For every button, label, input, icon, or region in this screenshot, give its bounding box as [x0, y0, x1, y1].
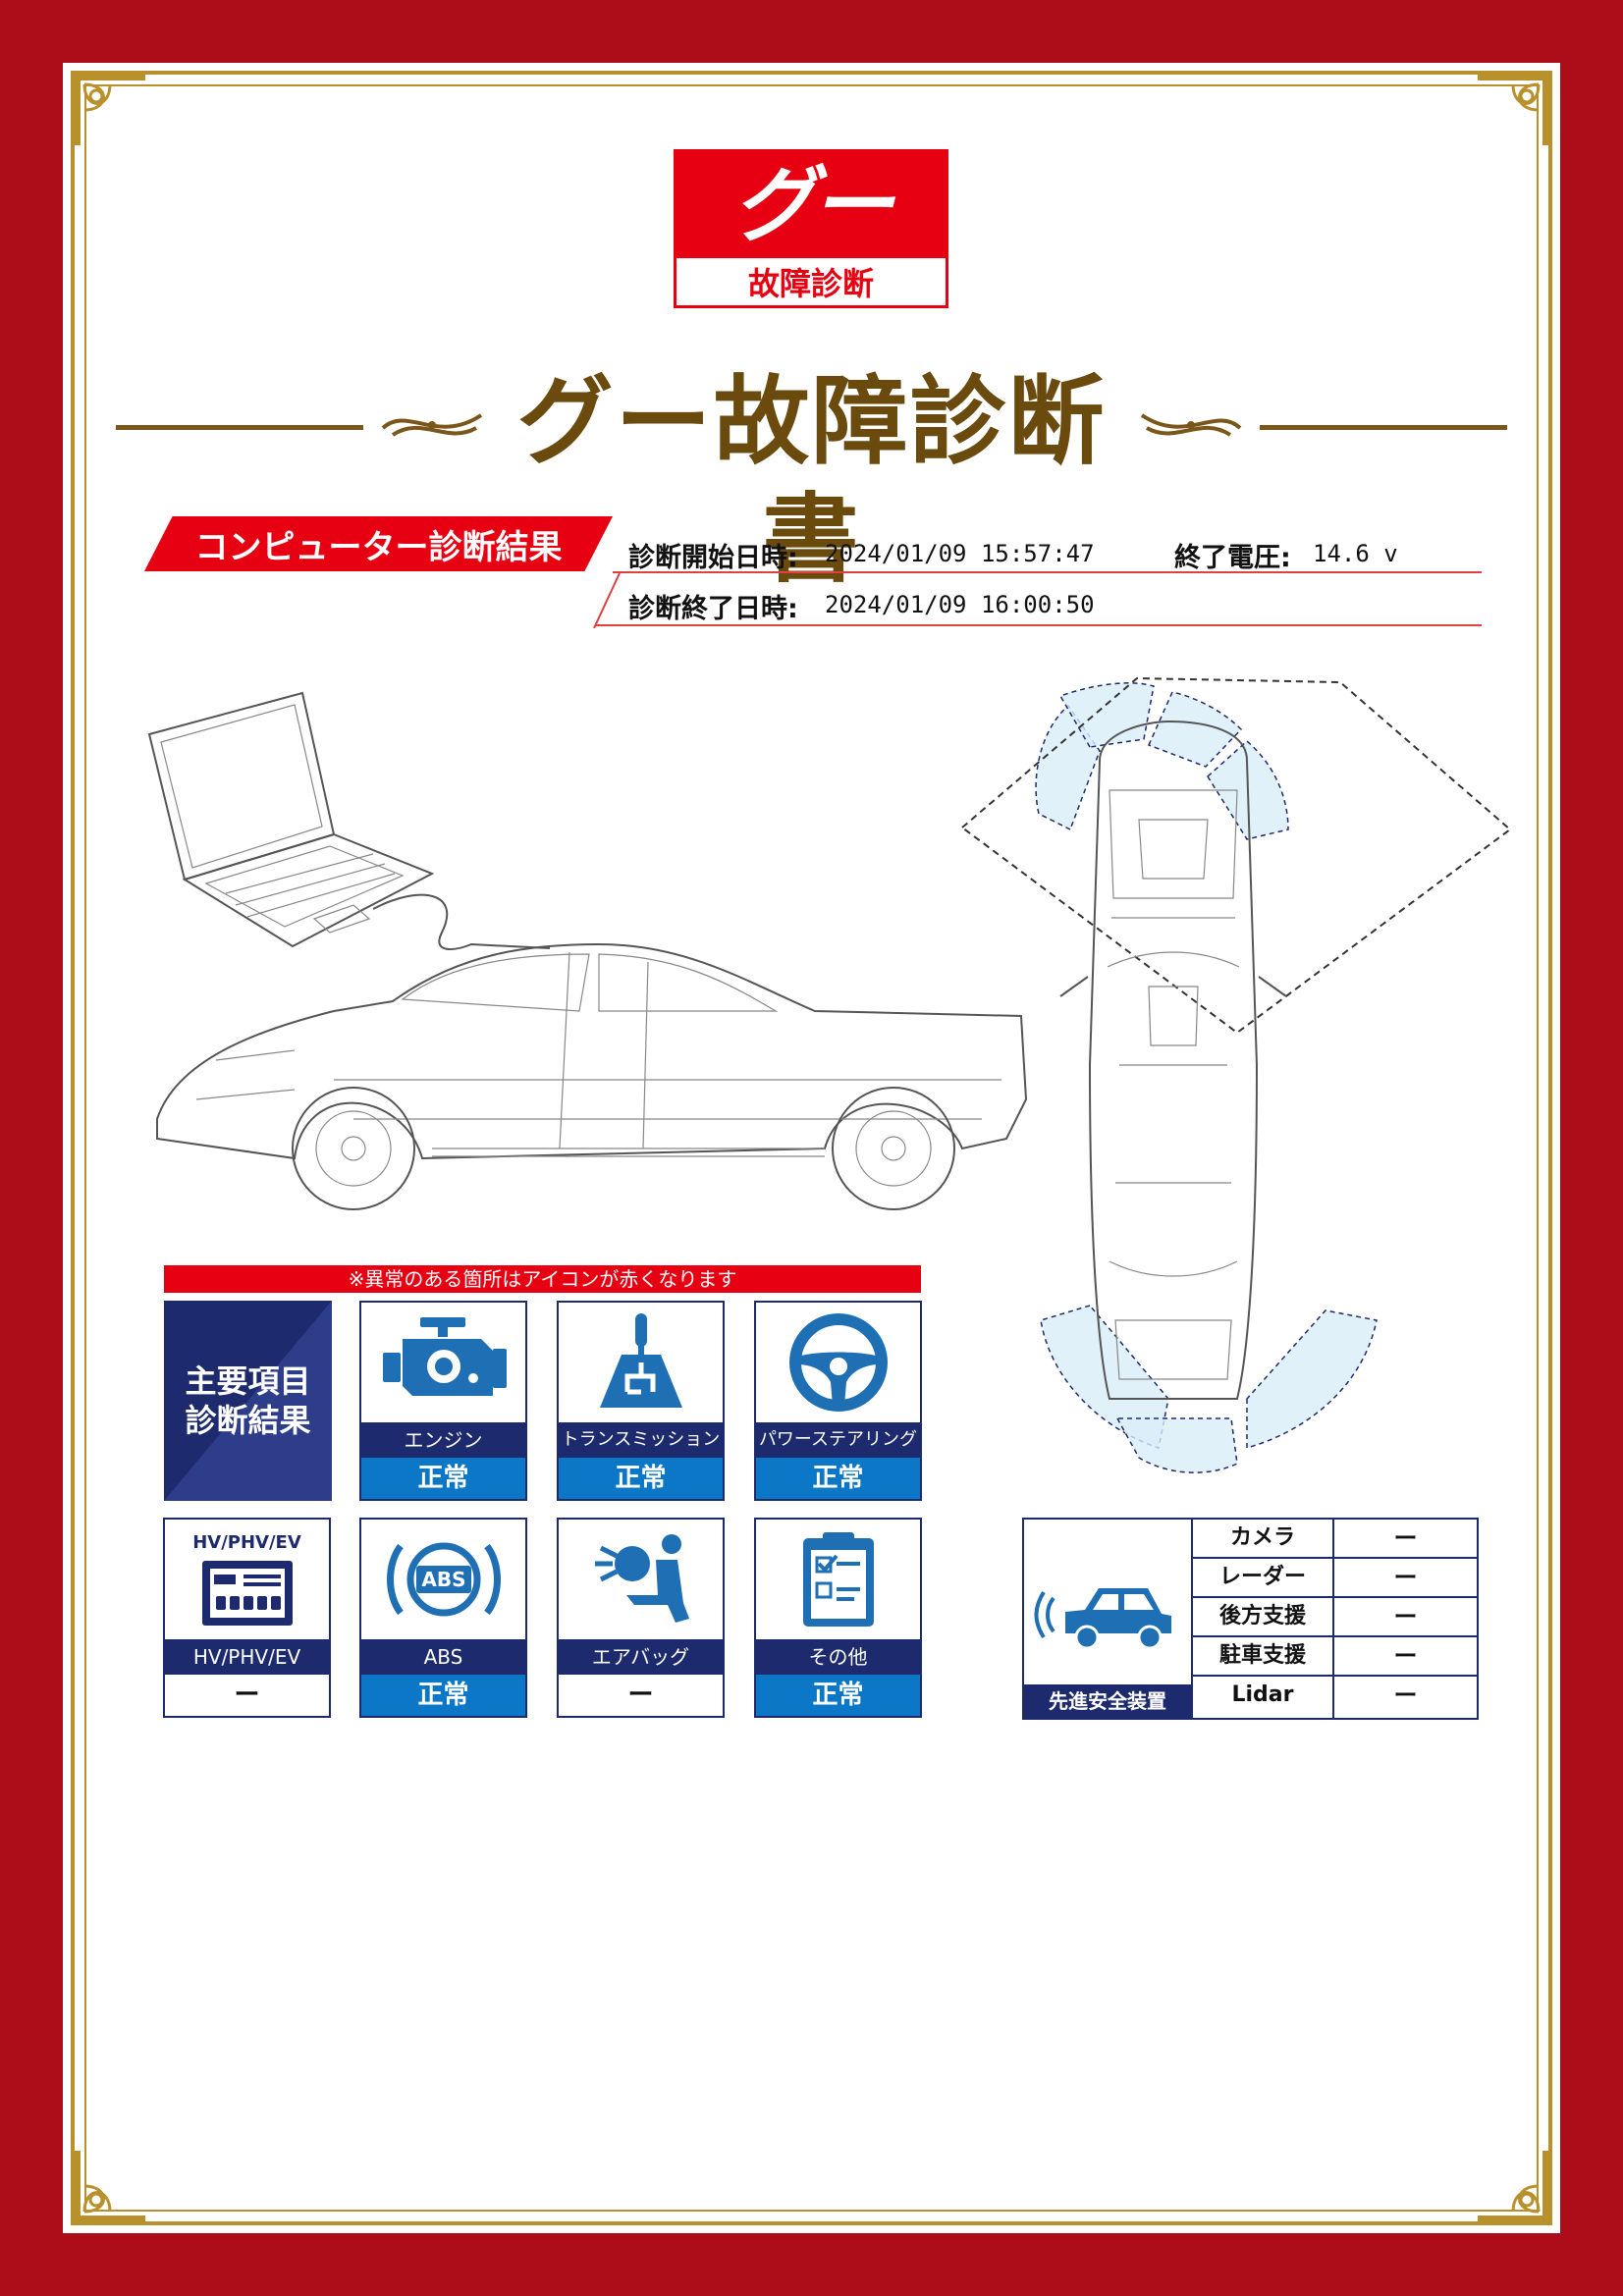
main-items-line1: 主要項目 — [185, 1362, 311, 1400]
item-name: その他 — [756, 1639, 920, 1675]
gold-frame-inner — [84, 84, 1539, 2212]
adas-row-label: カメラ — [1193, 1520, 1334, 1557]
adas-table: 先進安全装置 カメラ ー レーダー ー 後方支援 ー 駐車支援 ー Lidar … — [1022, 1518, 1479, 1720]
adas-row-value: ー — [1393, 1603, 1418, 1630]
adas-row-value: ー — [1393, 1564, 1418, 1591]
diagnosis-end-label: 診断終了日時: — [628, 594, 798, 624]
adas-row-label: 駐車支援 — [1193, 1637, 1334, 1675]
section-header: コンピューター診断結果 — [144, 516, 613, 571]
item-name: トランスミッション — [559, 1422, 723, 1458]
car-top-view-illustration — [960, 676, 1512, 1473]
corner-ornament-icon — [1478, 2151, 1548, 2221]
logo-subtitle: 故障診断 — [747, 265, 874, 302]
car-side-illustration — [147, 691, 1028, 1210]
title-rule-right — [1260, 425, 1507, 430]
adas-row: 駐車支援 ー — [1193, 1637, 1477, 1677]
item-result: 正常 — [361, 1675, 525, 1716]
diagnosis-start-label: 診断開始日時: — [628, 543, 798, 573]
item-result: ー — [165, 1675, 329, 1716]
item-result: 正常 — [559, 1458, 723, 1499]
item-name: HV/PHV/EV — [165, 1639, 329, 1675]
adas-row-value: ー — [1393, 1682, 1418, 1709]
slant-divider — [593, 573, 621, 628]
item-tile-transmission: トランスミッション 正常 — [557, 1301, 725, 1501]
adas-row-label: Lidar — [1193, 1677, 1334, 1718]
main-items-tile: 主要項目 診断結果 — [164, 1301, 332, 1501]
voltage-value: 14.6 v — [1313, 540, 1398, 567]
item-tile-power-steering: パワーステアリング 正常 — [754, 1301, 922, 1501]
diagnosis-start-value: 2024/01/09 15:57:47 — [825, 540, 1095, 567]
item-result: ー — [559, 1675, 723, 1716]
item-tile-hv: HV/PHV/EV HV/PHV/EV ー — [163, 1518, 331, 1718]
logo-mark: グー — [731, 157, 893, 253]
laptop-icon — [147, 691, 435, 948]
adas-row: 後方支援 ー — [1193, 1598, 1477, 1637]
abs-icon: ABS — [361, 1520, 525, 1639]
item-tile-airbag: エアバッグ ー — [557, 1518, 725, 1718]
airbag-icon — [559, 1520, 723, 1639]
flourish-right-icon — [1140, 413, 1242, 437]
adas-row: カメラ ー — [1193, 1520, 1477, 1559]
abnormal-notice: ※異常のある箇所はアイコンが赤くなります — [164, 1265, 921, 1293]
item-name: ABS — [361, 1639, 525, 1675]
gear-shift-icon — [559, 1303, 723, 1422]
item-name: エンジン — [361, 1422, 525, 1458]
page-title: グー故障診断書 — [516, 366, 1107, 596]
title-rule-left — [116, 425, 363, 430]
item-tile-abs: ABS ABS 正常 — [359, 1518, 527, 1718]
adas-row: レーダー ー — [1193, 1559, 1477, 1598]
item-tile-other: その他 正常 — [754, 1518, 922, 1718]
engine-icon — [361, 1303, 525, 1422]
adas-icon-cell: 先進安全装置 — [1024, 1520, 1193, 1718]
goo-logo: グー 故障診断 — [674, 149, 948, 308]
item-name: エアバッグ — [559, 1639, 723, 1675]
voltage-label: 終了電圧: — [1174, 543, 1291, 573]
item-result: 正常 — [361, 1458, 525, 1499]
logo-mark-area: グー — [676, 152, 946, 258]
clipboard-icon — [756, 1520, 920, 1639]
adas-row: Lidar ー — [1193, 1677, 1477, 1718]
corner-ornament-icon — [75, 75, 145, 145]
flourish-left-icon — [381, 413, 483, 437]
car-sensor-icon — [1034, 1588, 1171, 1650]
adas-row-value: ー — [1393, 1524, 1418, 1552]
tile-gradient-stripe — [164, 1301, 332, 1501]
info-underline — [613, 571, 1482, 573]
info-underline — [595, 624, 1482, 626]
abs-icon-label: ABS — [421, 1568, 465, 1591]
item-tile-engine: エンジン 正常 — [359, 1301, 527, 1501]
diagnosis-end-value: 2024/01/09 16:00:50 — [825, 591, 1095, 618]
adas-row-label: 後方支援 — [1193, 1598, 1334, 1635]
corner-ornament-icon — [75, 2151, 145, 2221]
corner-ornament-icon — [1478, 75, 1548, 145]
steering-wheel-icon — [756, 1303, 920, 1422]
item-result: 正常 — [756, 1675, 920, 1716]
hv-icon-label: HV/PHV/EV — [192, 1531, 301, 1553]
adas-caption: 先進安全装置 — [1024, 1684, 1191, 1718]
gold-frame-outer — [71, 71, 1552, 2225]
item-result: 正常 — [756, 1458, 920, 1499]
adas-row-value: ー — [1393, 1642, 1418, 1670]
battery-icon: HV/PHV/EV — [165, 1520, 329, 1639]
adas-row-label: レーダー — [1193, 1559, 1334, 1596]
item-name: パワーステアリング — [756, 1422, 920, 1458]
main-items-line2: 診断結果 — [185, 1402, 311, 1439]
